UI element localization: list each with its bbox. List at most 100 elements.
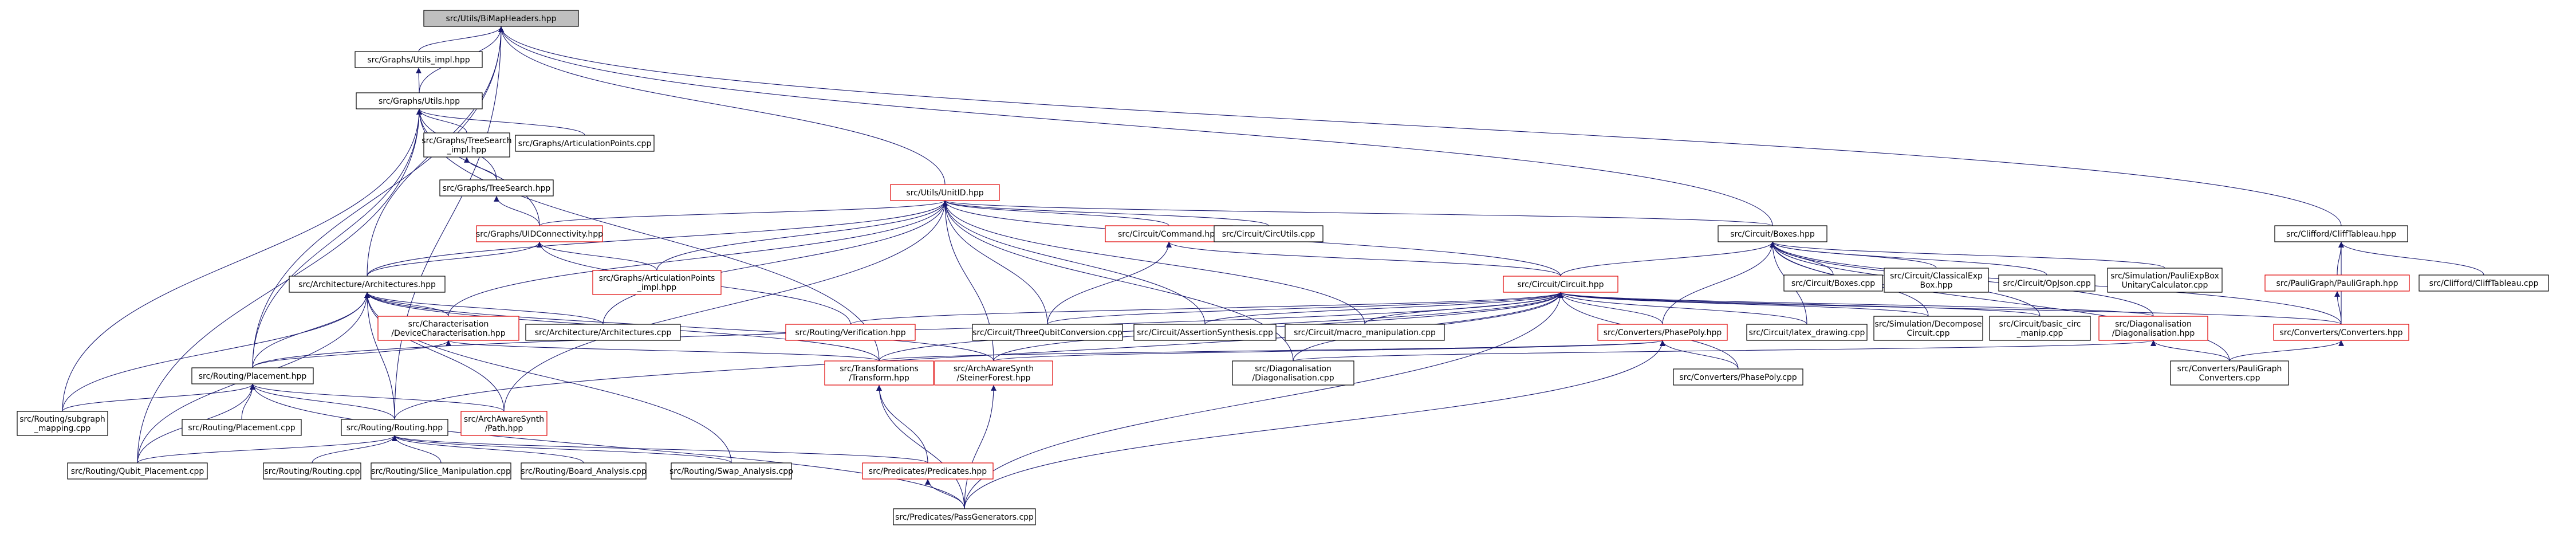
node-box — [377, 316, 519, 341]
node-label: src/Predicates/Predicates.hpp — [869, 467, 987, 476]
node-label: _impl.hpp — [447, 146, 487, 155]
dependency-edge-routingcpp-to-routing — [312, 435, 397, 464]
graph-node-unitid[interactable]: src/Utils/UnitID.hpp — [890, 184, 1000, 201]
graph-node-macro[interactable]: src/Circuit/macro_manipulation.cpp — [1285, 324, 1445, 341]
graph-node-steiner[interactable]: src/ArchAwareSynth/SteinerForest.hpp — [934, 360, 1053, 386]
dependency-edge-ap_impl-to-unitid — [656, 200, 948, 271]
graph-node-cliff[interactable]: src/Clifford/CliffTableau.hpp — [2274, 225, 2408, 242]
dependency-edge-passgen-to-circuit — [964, 292, 1563, 509]
dependency-edge-transform-to-phasepoly — [879, 340, 1665, 362]
graph-node-transform[interactable]: src/Transformations/Transform.hpp — [824, 360, 934, 386]
graph-node-ts_impl[interactable]: src/Graphs/TreeSearch_impl.hpp — [422, 132, 512, 158]
dependency-edge-diag-to-circuit — [1558, 292, 2154, 317]
node-label: src/Transformations — [840, 364, 918, 374]
graph-node-subgraph[interactable]: src/Routing/subgraph_mapping.cpp — [17, 411, 108, 436]
graph-node-converters[interactable]: src/Converters/Converters.hpp — [2273, 324, 2409, 341]
graph-node-board[interactable]: src/Routing/Board_Analysis.cpp — [521, 462, 647, 480]
graph-node-opjson[interactable]: src/Circuit/OpJson.cpp — [1998, 274, 2096, 292]
graph-node-predicates[interactable]: src/Predicates/Predicates.hpp — [862, 462, 994, 480]
node-box — [1746, 324, 1868, 341]
graph-node-gu_impl[interactable]: src/Graphs/Utils_impl.hpp — [355, 51, 483, 68]
dependency-edge-archcpp-to-arch — [364, 292, 604, 325]
graph-node-routing[interactable]: src/Routing/Routing.hpp — [341, 419, 448, 436]
dependency-edge-ap-to-gu — [416, 108, 585, 136]
node-label: Box.hpp — [1920, 281, 1952, 290]
graph-node-boxescpp[interactable]: src/Circuit/Boxes.cpp — [1783, 274, 1883, 292]
graph-node-phasepolycpp[interactable]: src/Converters/PhasePoly.cpp — [1673, 368, 1803, 386]
graph-node-qplace[interactable]: src/Routing/Qubit_Placement.cpp — [67, 462, 208, 480]
graph-node-latex[interactable]: src/Circuit/latex_drawing.cpp — [1746, 324, 1868, 341]
graph-node-verif[interactable]: src/Routing/Verification.hpp — [785, 324, 916, 341]
graph-node-arch[interactable]: src/Architecture/Architectures.hpp — [289, 276, 446, 293]
node-label: src/Utils/BiMapHeaders.hpp — [446, 14, 556, 23]
graph-node-swap[interactable]: src/Routing/Swap_Analysis.cpp — [669, 462, 793, 480]
node-label: src/Graphs/ArticulationPoints — [599, 274, 715, 283]
dependency-edge-paulig2c-to-boxes — [1770, 241, 2230, 362]
graph-node-slice[interactable]: src/Routing/Slice_Manipulation.cpp — [371, 462, 511, 480]
graph-node-routingcpp[interactable]: src/Routing/Routing.cpp — [263, 462, 361, 480]
graph-node-placement[interactable]: src/Routing/Placement.hpp — [191, 367, 314, 384]
graph-node-diag[interactable]: src/Diagonalisation/Diagonalisation.hpp — [2098, 316, 2208, 341]
dependency-edge-converters-to-pgraph — [2334, 290, 2342, 325]
dependency-edge-command-to-unitid — [942, 200, 1169, 226]
graph-node-boxes[interactable]: src/Circuit/Boxes.hpp — [1718, 225, 1827, 242]
graph-node-pauliexp[interactable]: src/Simulation/PauliExpBoxUnitaryCalcula… — [2107, 268, 2223, 293]
graph-node-passgen[interactable]: src/Predicates/PassGenerators.cpp — [893, 508, 1036, 525]
node-label: src/Circuit/AssertionSynthesis.cpp — [1137, 328, 1273, 337]
node-label: src/Routing/Routing.cpp — [264, 467, 360, 476]
node-box — [2170, 360, 2289, 386]
node-box — [263, 462, 361, 480]
dependency-edge-arch-to-unitid — [367, 200, 948, 277]
dependency-edge-board-to-routing — [392, 435, 584, 464]
node-label: _manip.cpp — [2016, 329, 2063, 338]
node-box — [893, 508, 1036, 525]
dependency-edge-qplace-to-routing — [137, 435, 397, 464]
graph-node-circutils[interactable]: src/Circuit/CircUtils.cpp — [1214, 225, 1324, 242]
graph-node-root[interactable]: src/Utils/BiMapHeaders.hpp — [423, 10, 579, 27]
graph-node-phasepoly[interactable]: src/Converters/PhasePoly.hpp — [1597, 324, 1728, 341]
node-box — [356, 92, 483, 109]
graph-node-ap_impl[interactable]: src/Graphs/ArticulationPoints_impl.hpp — [592, 270, 722, 295]
node-label: src/Converters/PhasePoly.hpp — [1604, 328, 1722, 337]
node-box — [521, 462, 647, 480]
graph-node-charact[interactable]: src/Characterisation/DeviceCharacterisat… — [377, 316, 519, 341]
graph-node-command[interactable]: src/Circuit/Command.hpp — [1105, 225, 1233, 242]
node-label: src/Clifford/CliffTableau.hpp — [2286, 230, 2396, 239]
graph-node-gu[interactable]: src/Graphs/Utils.hpp — [356, 92, 483, 109]
dependency-edge-converters-to-circuit — [1558, 292, 2342, 325]
dependency-edge-routing-to-arch — [364, 292, 395, 420]
graph-node-basiccirc[interactable]: src/Circuit/basic_circ_manip.cpp — [1989, 316, 2091, 341]
node-box — [2273, 324, 2409, 341]
graph-node-circuit[interactable]: src/Circuit/Circuit.hpp — [1503, 276, 1618, 293]
node-label: src/Architecture/Architectures.hpp — [298, 280, 436, 289]
graph-node-assertsyn[interactable]: src/Circuit/AssertionSynthesis.cpp — [1133, 324, 1277, 341]
dependency-edge-circuit-to-command — [1166, 241, 1561, 277]
graph-node-aapath[interactable]: src/ArchAwareSynth/Path.hpp — [460, 411, 548, 436]
graph-node-placementcpp[interactable]: src/Routing/Placement.cpp — [182, 419, 302, 436]
graph-node-ap[interactable]: src/Graphs/ArticulationPoints.cpp — [515, 135, 655, 152]
node-box — [1998, 274, 2096, 292]
graph-node-diagcpp[interactable]: src/Diagonalisation/Diagonalisation.cpp — [1232, 360, 1354, 386]
node-label: src/Circuit/macro_manipulation.cpp — [1294, 328, 1436, 337]
node-label: src/Routing/Slice_Manipulation.cpp — [371, 467, 511, 476]
dependency-edge-verif-to-circuit — [850, 292, 1563, 325]
dependency-edge-unitid-to-root — [498, 26, 946, 185]
graph-node-ts[interactable]: src/Graphs/TreeSearch.hpp — [439, 179, 554, 197]
node-box — [1214, 225, 1324, 242]
node-label: src/Graphs/Utils.hpp — [379, 97, 460, 106]
graph-node-archcpp[interactable]: src/Architecture/Architectures.cpp — [525, 324, 681, 341]
node-box — [2098, 316, 2208, 341]
node-label: src/Diagonalisation — [1255, 364, 1332, 374]
node-box — [1783, 274, 1883, 292]
node-box — [355, 51, 483, 68]
graph-node-clifftabcpp[interactable]: src/Clifford/CliffTableau.cpp — [2419, 274, 2549, 292]
dependency-edge-subgraph-to-arch — [62, 292, 370, 412]
graph-node-pgraph[interactable]: src/PauliGraph/PauliGraph.hpp — [2264, 274, 2410, 292]
graph-node-uidc[interactable]: src/Graphs/UIDConnectivity.hpp — [476, 225, 603, 242]
graph-node-threeq[interactable]: src/Circuit/ThreeQubitConversion.cpp — [972, 324, 1123, 341]
node-box — [460, 411, 548, 436]
dependency-edge-diagcpp-to-diag — [1293, 340, 2156, 362]
